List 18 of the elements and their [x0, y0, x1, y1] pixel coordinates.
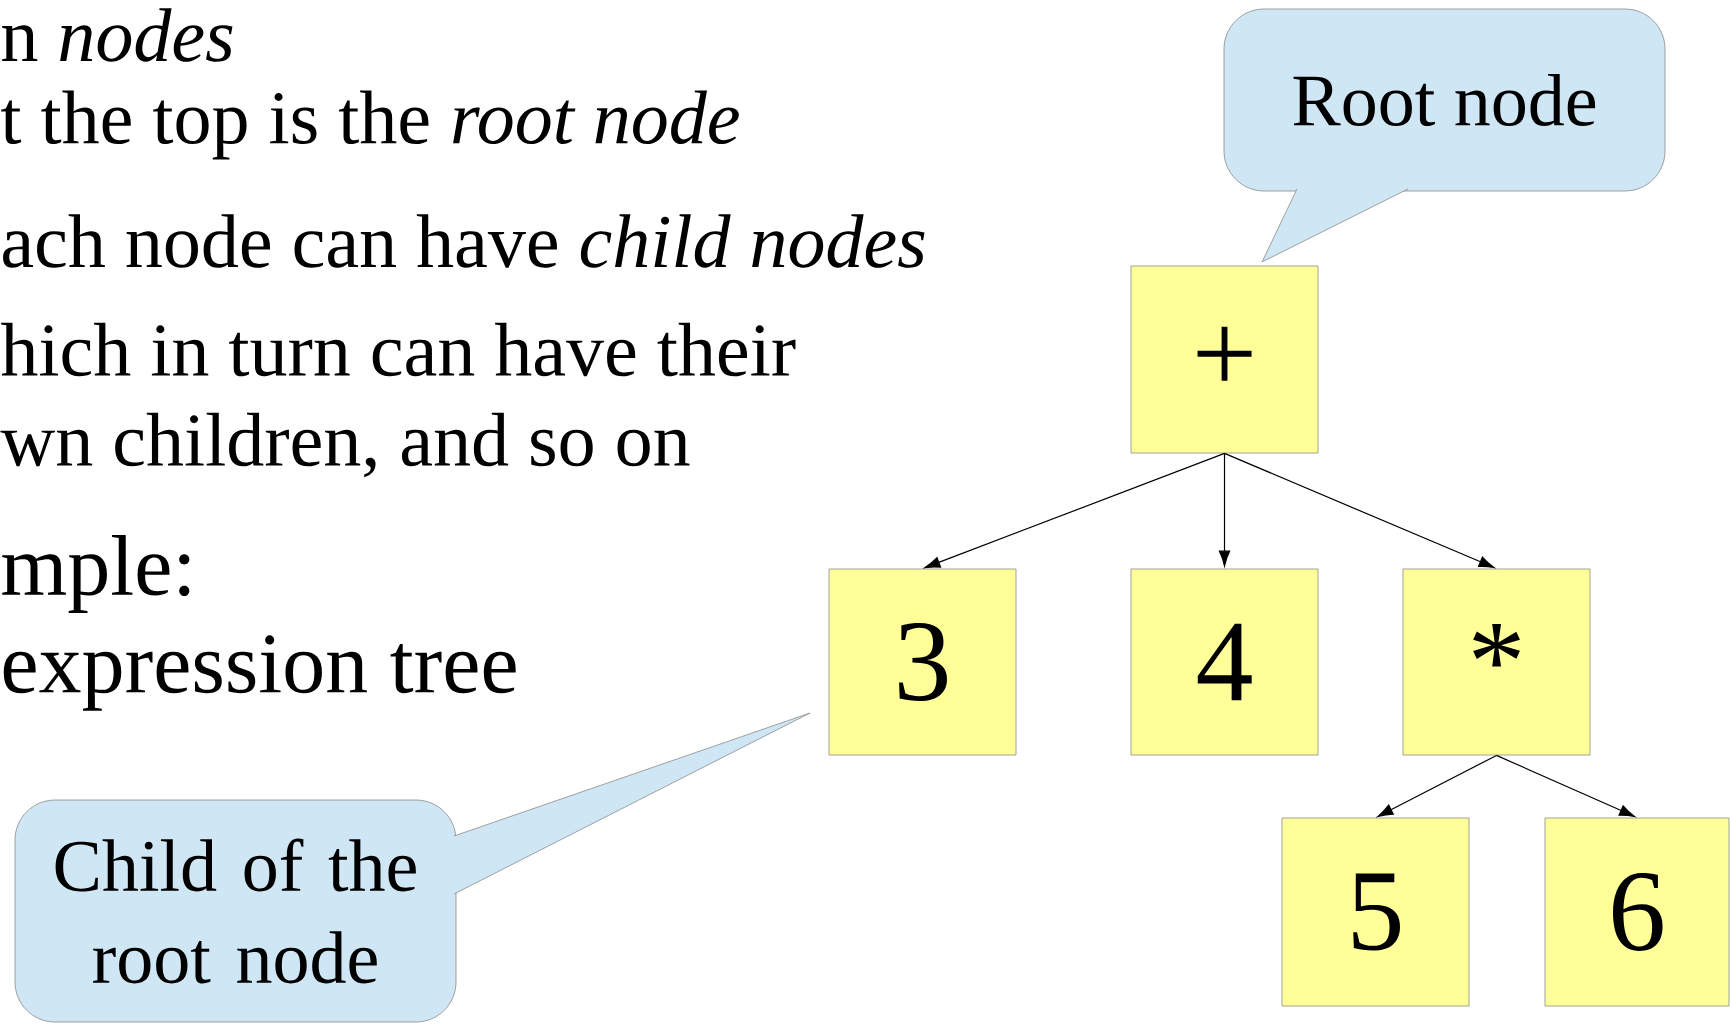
tree-node-box: 5	[1281, 817, 1470, 1007]
tree-node-box: 6	[1544, 817, 1730, 1007]
tree-node-box: 3	[828, 568, 1017, 756]
bullet-text: hich in turn can have their wn children, and so on	[0, 322, 796, 478]
arrow	[924, 452, 1226, 569]
bullet-text: mple:	[2, 535, 190, 613]
speech-bubble: Root node	[1223, 8, 1666, 263]
speech-bubble: Child of the root node	[14, 712, 811, 1023]
arrow	[1223, 452, 1495, 569]
tree-node-box: +	[1130, 265, 1319, 454]
bullet-text: t the top is the root node	[1, 90, 739, 160]
arrow	[1495, 754, 1636, 818]
bullet-text: ach node can have child nodes	[3, 214, 925, 268]
arrow	[1377, 754, 1498, 817]
arrow	[1218, 452, 1231, 567]
bullet-text: n nodes	[2, 8, 233, 62]
tree-node-box: *	[1402, 568, 1591, 756]
tree-node-box: 4	[1130, 568, 1319, 756]
